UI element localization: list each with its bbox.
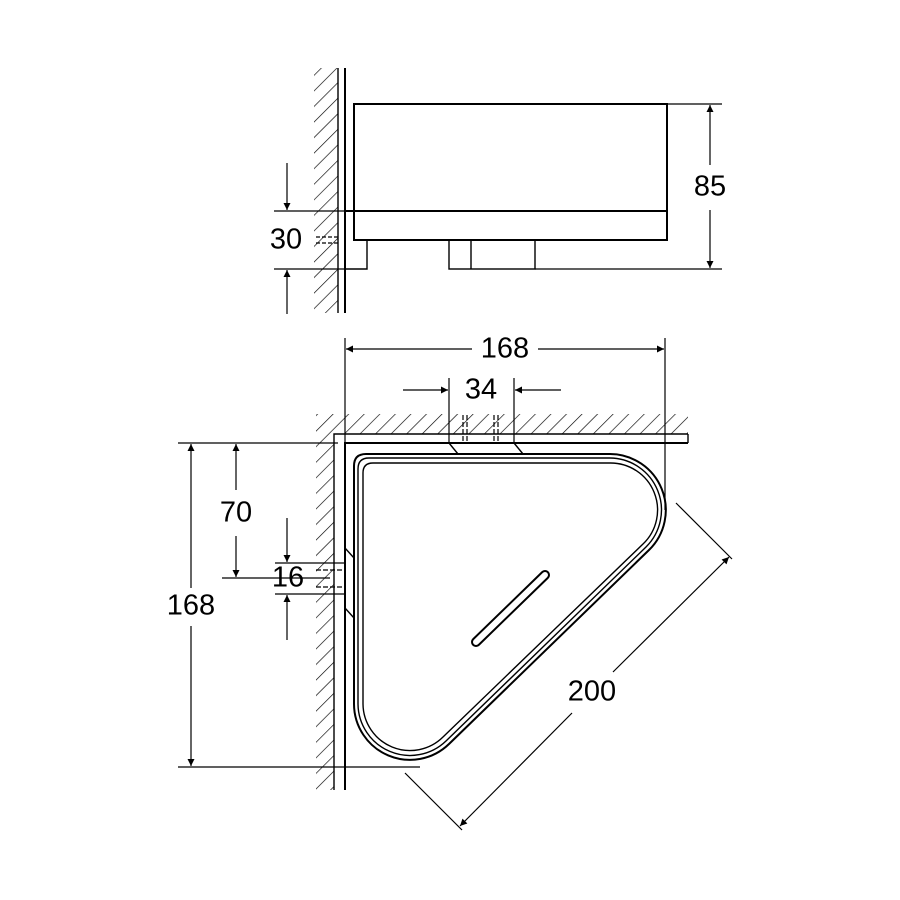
depth-dimension-label: 168	[167, 590, 215, 622]
width-dimension-label: 168	[481, 333, 529, 365]
left-wall-hatch	[316, 434, 334, 790]
shelf-body	[353, 103, 668, 241]
wall-hatch	[314, 68, 338, 313]
side-view: 85 30	[270, 68, 726, 314]
diagonal-dimension-label: 200	[568, 676, 616, 708]
bracket-spacing-dimension-label: 34	[465, 374, 497, 406]
top-wall-hatch	[316, 414, 688, 434]
corner-shelf-outline	[353, 453, 667, 761]
bracket-height-dimension-label: 16	[272, 562, 304, 594]
wall-bracket	[345, 240, 368, 270]
bracket-foot	[448, 239, 536, 270]
mount-height-dimension-label: 30	[270, 224, 302, 256]
bracket-offset-dimension-label: 70	[220, 497, 252, 529]
top-view: 168 34 168 70 16 200	[167, 333, 733, 831]
height-dimension-label: 85	[694, 171, 726, 203]
